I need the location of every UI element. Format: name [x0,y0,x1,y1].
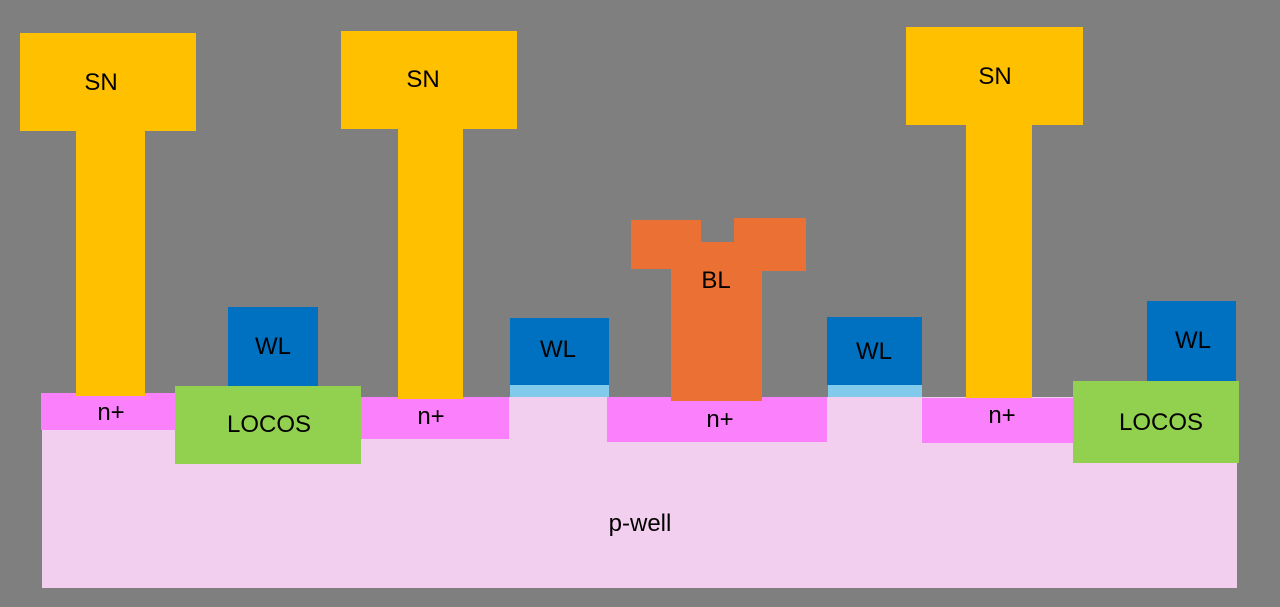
n-plus-label-1: n+ [97,399,125,426]
n-plus-region-1 [41,393,175,430]
storage-node-1-stem [76,130,145,396]
word-line-2 [510,318,609,385]
sn-label-2: SN [406,66,440,93]
word-line-4 [1147,301,1236,381]
locos-label-1: LOCOS [226,411,312,438]
locos-label-2: LOCOS [1118,409,1204,436]
locos-1 [175,386,361,464]
wl-label-4: WL [1175,327,1211,354]
storage-node-3-plate [906,27,1083,125]
n-plus-label-4: n+ [988,402,1016,429]
wl-label-1: WL [255,333,291,360]
storage-node-1-plate [20,33,196,131]
n-plus-label-3: n+ [706,406,734,433]
gate-oxide-1 [510,385,609,397]
wl-label-2: WL [540,336,576,363]
locos-2 [1073,381,1239,463]
word-line-3 [827,317,922,385]
gate-oxide-2 [828,385,922,397]
n-plus-region-2 [361,397,509,439]
storage-node-2-stem [398,128,463,399]
wl-label-3: WL [856,338,892,365]
bit-line-stem [671,242,762,401]
n-plus-region-4 [922,398,1073,443]
n-plus-label-2: n+ [417,403,445,430]
bl-label: BL [701,267,731,294]
storage-node-2-plate [341,31,517,129]
p-well-label: p-well [608,510,672,537]
n-plus-region-3 [607,397,827,442]
sn-label-1: SN [84,69,118,96]
word-line-1 [228,307,318,386]
sn-label-3: SN [978,63,1012,90]
storage-node-3-stem [966,124,1032,398]
